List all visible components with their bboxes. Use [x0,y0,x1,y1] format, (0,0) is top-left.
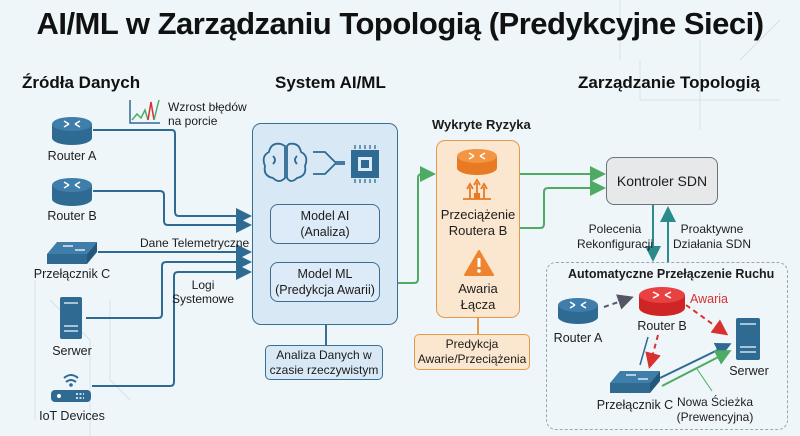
device-label: Router B [47,209,97,223]
error-spike-label: Wzrost błędów na porcie [168,100,247,128]
realtime-analysis-box[interactable]: Analiza Danych w czasie rzeczywistym [265,345,383,380]
warning-icon [464,250,494,276]
new-path-label: Nowa Ścieżka (Prewencyjna) [676,395,754,424]
switch-icon [47,242,97,264]
failure-label: Awaria [690,292,728,306]
section-title-ai: System AI/ML [275,73,386,92]
device-iot[interactable] [50,370,92,409]
logs-label: Logi Systemowe [172,278,235,306]
auto-router-a-label: Router A [553,331,603,345]
section-title-risks: Wykryte Ryzyka [432,117,531,132]
device-label: IoT Devices [39,409,105,423]
model-ai-box[interactable]: Model AI (Analiza) [270,204,380,244]
source-connectors [86,129,252,387]
page-title: AI/ML w Zarządzaniu Topologią (Predykcyj… [36,6,764,41]
auto-switch-title: Automatyczne Przełączenie Ruchu [568,267,775,281]
router-b-failed-icon [639,287,685,316]
green-connectors [398,166,606,284]
link-failure-label: Awaria Łącza [458,281,498,312]
model-ml-box[interactable]: Model ML (Predykcja Awarii) [270,262,380,302]
server-icon [60,297,82,339]
router-icon [52,178,92,206]
commands-label: Polecenia Rekonfiguracji [576,222,654,251]
auto-router-b-label: Router B [637,319,687,333]
prediction-box[interactable]: Predykcja Awarie/Przeciążenia [414,334,530,370]
device-router-a[interactable] [50,114,94,151]
sdn-controller[interactable]: Kontroler SDN [606,157,718,205]
router-a-icon [558,298,598,324]
device-label: Router A [47,149,97,163]
overload-label: Przeciążenie Routera B [440,207,516,238]
auto-switch-icon [610,371,660,393]
section-title-sources: Źródła Danych [22,73,141,92]
risk-panel: Przeciążenie Routera B Awaria Łącza [436,140,520,318]
error-spike-chart-icon [129,99,160,124]
router-icon [52,117,92,145]
ai-system-panel: Model AI (Analiza) Model ML (Predykcja A… [252,123,398,325]
brain-chip-icon [262,142,379,183]
auto-server-label: Serwer [729,364,769,378]
auto-server-icon [736,318,760,360]
device-label: Przełącznik C [33,267,111,281]
proactive-label: Proaktywne Działania SDN [672,222,752,251]
device-router-b[interactable] [50,175,94,212]
overload-router-icon [457,149,497,200]
device-switch-c[interactable] [45,240,99,271]
iot-icon [51,374,91,402]
section-title-topology: Zarządzanie Topologią [578,73,760,92]
auto-switch-panel [546,262,788,430]
device-server[interactable] [59,296,83,345]
device-label: Serwer [52,344,92,358]
telemetry-label: Dane Telemetryczne [140,236,250,250]
auto-switch-label: Przełącznik C [596,398,674,412]
